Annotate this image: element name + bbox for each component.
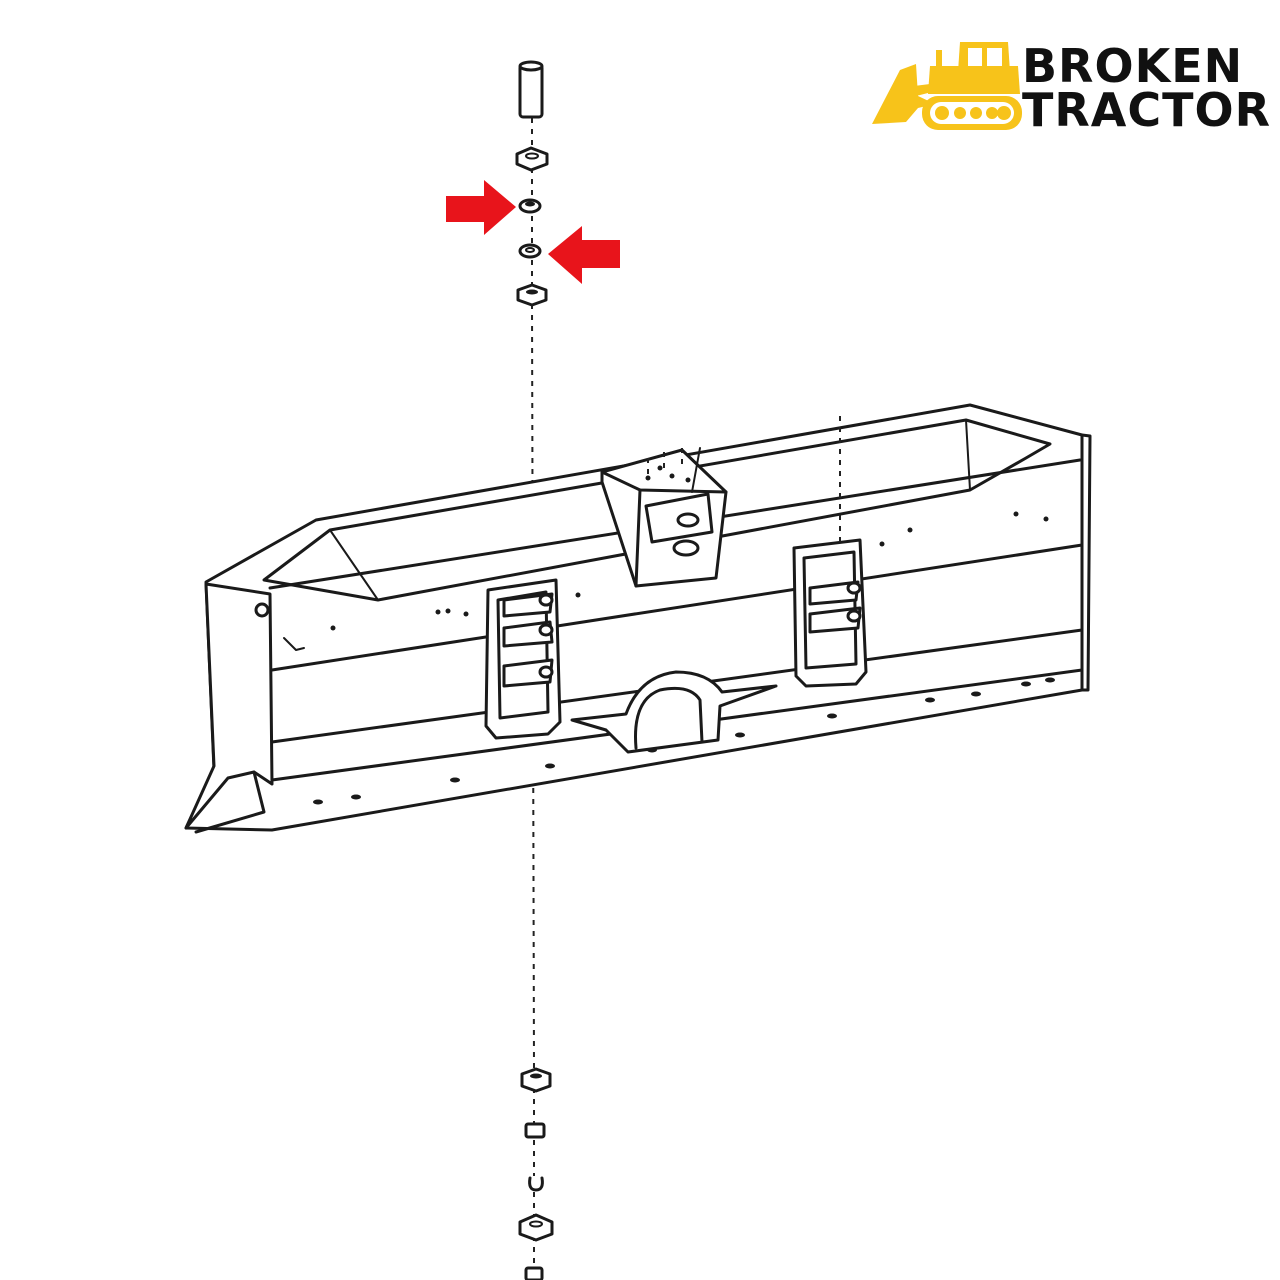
bottom-nut — [518, 1213, 554, 1242]
dozer-blade — [184, 403, 1092, 834]
top-bushing — [515, 146, 549, 172]
logo-text-line2: TRACTOR — [1022, 83, 1271, 137]
pin-axis-line — [531, 118, 535, 1268]
bottom-bushing — [520, 1067, 552, 1093]
cutting-edge-bolts — [313, 677, 1055, 805]
bottom-pin-end — [524, 1266, 544, 1280]
lower-bushing — [516, 283, 548, 307]
highlight-arrow-right — [446, 180, 516, 235]
bottom-clip — [528, 1176, 544, 1192]
top-pin — [518, 60, 544, 119]
upper-washer — [518, 198, 542, 214]
bottom-spacer — [524, 1122, 546, 1139]
lower-washer — [518, 243, 542, 259]
logo-text-line1: BROKEN — [1022, 39, 1243, 93]
right-trunnion-mount — [792, 416, 868, 688]
brand-logo: BROKEN TRACTOR — [872, 39, 1271, 137]
blade-holes — [330, 511, 1049, 631]
center-lower-notch — [570, 670, 778, 754]
bulldozer-icon — [872, 42, 1022, 130]
left-trunnion-mount — [484, 578, 562, 740]
center-mount-bracket — [600, 447, 728, 588]
highlight-arrow-left — [548, 226, 620, 284]
